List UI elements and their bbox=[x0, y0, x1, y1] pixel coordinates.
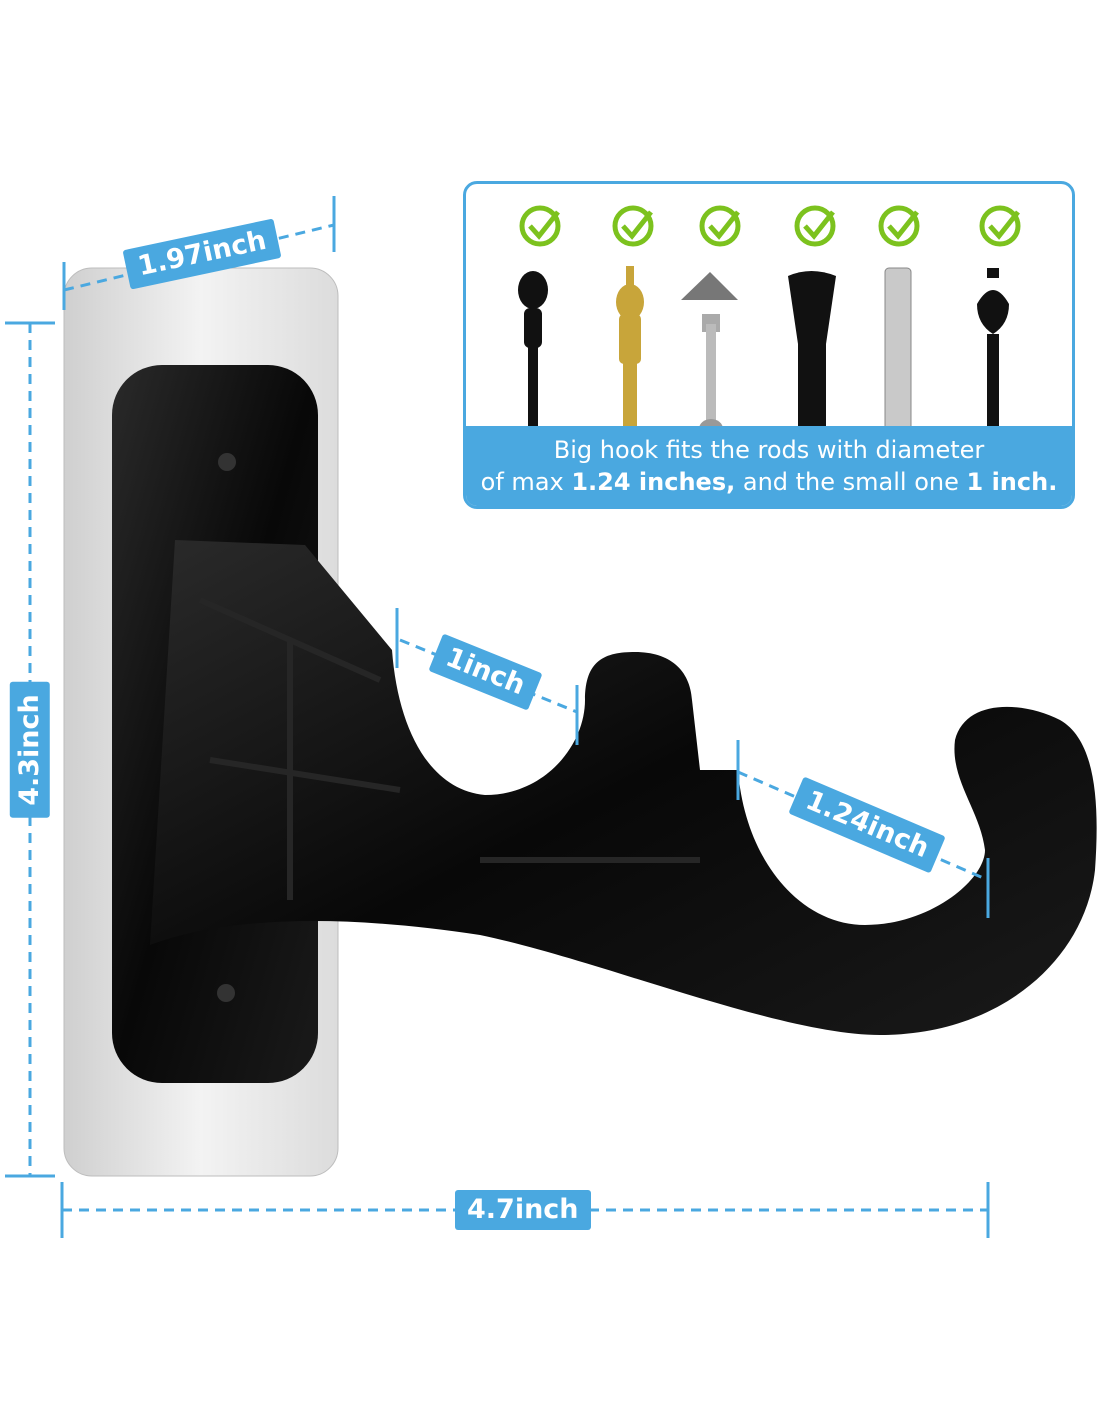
rod-pyramid-finial bbox=[681, 272, 738, 439]
rod-urn-finial-black bbox=[977, 268, 1009, 444]
compatibility-caption: Big hook fits the rods with diameter of … bbox=[466, 426, 1072, 506]
caption-line-2: of max 1.24 inches, and the small one 1 … bbox=[466, 466, 1072, 498]
check-icon bbox=[612, 205, 654, 247]
check-icon bbox=[878, 205, 920, 247]
dimension-ticks bbox=[5, 196, 990, 1238]
rod-urn-finial-brass bbox=[616, 266, 644, 444]
arm-rib bbox=[198, 597, 700, 900]
screw-hole bbox=[217, 984, 235, 1002]
check-icon bbox=[519, 205, 561, 247]
bracket-arm bbox=[150, 540, 1097, 1035]
rod-icons bbox=[518, 205, 1021, 444]
check-icon bbox=[794, 205, 836, 247]
rod-ball-finial bbox=[518, 271, 548, 444]
caption-text: of max bbox=[480, 468, 572, 496]
height-dimension-label: 4.3inch bbox=[9, 682, 50, 818]
caption-text: and the small one bbox=[735, 468, 967, 496]
caption-big-hook-size: 1.24 inches, bbox=[571, 468, 736, 496]
caption-line-1: Big hook fits the rods with diameter bbox=[553, 436, 985, 464]
screw-hole bbox=[218, 453, 236, 471]
rod-flared-finial bbox=[788, 271, 836, 444]
caption-small-hook-size: 1 inch. bbox=[966, 468, 1058, 496]
depth-dimension-label: 4.7inch bbox=[455, 1190, 591, 1230]
check-icon bbox=[699, 205, 741, 247]
check-icon bbox=[979, 205, 1021, 247]
rod-plain-end bbox=[884, 267, 912, 444]
rod-compatibility-panel: Big hook fits the rods with diameter of … bbox=[463, 181, 1075, 509]
